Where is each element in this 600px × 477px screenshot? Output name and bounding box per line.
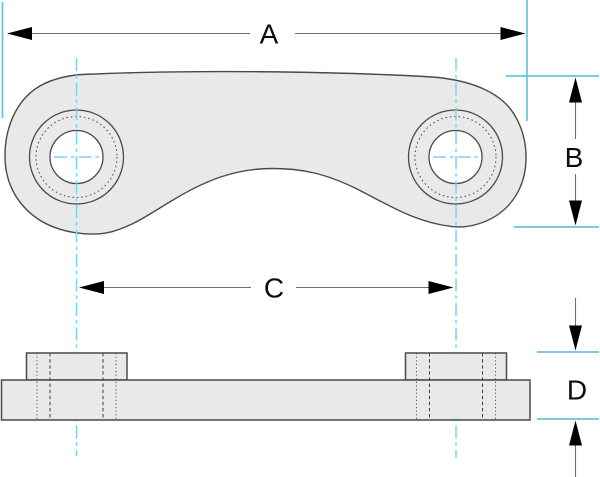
right-boss-side xyxy=(404,352,508,381)
arrowhead-right-icon xyxy=(428,281,454,294)
dimension-label-c: C xyxy=(264,273,284,304)
left-boss-side xyxy=(25,352,128,381)
arrowhead-right-icon xyxy=(500,27,526,40)
dimension-label-d: D xyxy=(567,375,587,406)
arrowhead-down-icon xyxy=(569,325,582,351)
part-outline xyxy=(4,70,527,235)
dimension-b: B xyxy=(506,75,599,228)
arrowhead-left-icon xyxy=(7,27,32,40)
arrowhead-up-icon xyxy=(569,420,582,446)
dimension-label-a: A xyxy=(260,19,279,50)
base-plate-side xyxy=(0,379,531,421)
side-view xyxy=(0,352,531,421)
dimension-a: A xyxy=(1,0,528,121)
arrowhead-up-icon xyxy=(569,77,582,103)
dimension-label-b: B xyxy=(565,142,584,173)
dimension-d: D xyxy=(537,298,599,477)
dimension-c: C xyxy=(79,273,454,304)
arrowhead-down-icon xyxy=(569,200,582,226)
arrowhead-left-icon xyxy=(79,281,104,294)
top-view xyxy=(4,58,527,458)
